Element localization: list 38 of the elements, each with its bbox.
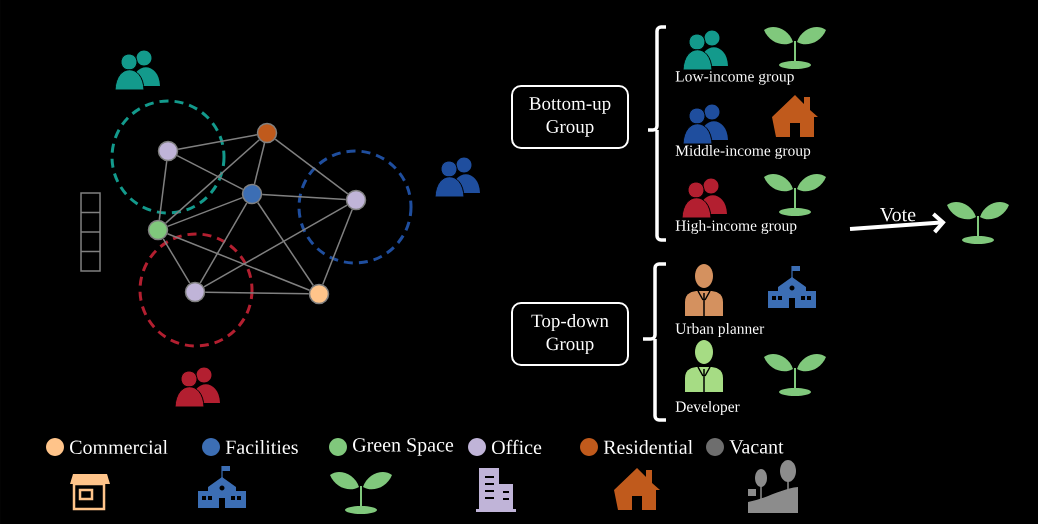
edge-line: [322, 208, 353, 286]
graph-node: [184, 281, 206, 303]
edge-line: [199, 202, 248, 284]
legend-label: Vacant: [729, 440, 784, 454]
graph-node: [147, 219, 169, 241]
legend-label: Office: [492, 439, 542, 455]
edge-line: [164, 139, 261, 224]
sprout-icon: [947, 202, 1009, 244]
group-label: Middle-income group: [675, 144, 811, 160]
graph-node: [157, 140, 179, 162]
graph-node: [345, 189, 367, 211]
graph-node: [256, 122, 278, 144]
edge-line: [274, 138, 349, 195]
group-box: Top-down Group: [511, 302, 629, 366]
edge-line: [166, 196, 244, 228]
edge-line: [261, 193, 347, 201]
arrow: [849, 212, 946, 234]
edge-line: [204, 291, 310, 295]
edge-line: [162, 238, 191, 284]
edge-line: [176, 154, 244, 191]
edge-line: [177, 134, 258, 150]
graph-node: [308, 283, 330, 305]
group-label: Developer: [675, 400, 740, 415]
legend-label: Facilities: [225, 439, 298, 454]
legend-label: Commercial: [70, 439, 168, 454]
edge-label: Vote: [879, 208, 916, 222]
legend-label: Green Space: [353, 438, 454, 456]
group-box: Bottom-up Group: [511, 85, 629, 149]
legend-label: Residential: [603, 439, 693, 454]
group-label: High-income group: [675, 219, 797, 235]
edge-line: [166, 233, 311, 291]
group-label: Low-income group: [675, 71, 794, 85]
group-label: Urban planner: [675, 322, 765, 337]
edge-line: [256, 201, 315, 287]
edge-line: [158, 160, 168, 221]
edge-line: [203, 204, 348, 288]
graph-node: [241, 183, 263, 205]
edge-line: [253, 142, 266, 185]
